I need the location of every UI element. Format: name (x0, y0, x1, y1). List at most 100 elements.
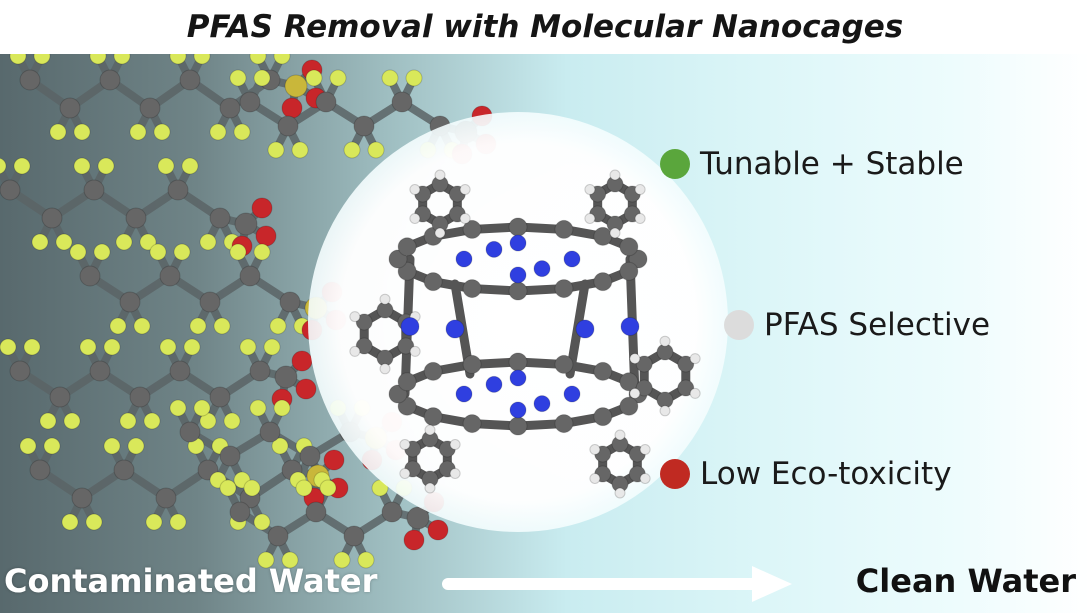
fluorine-atom (223, 412, 241, 430)
carbon-atom (219, 97, 241, 119)
carbon-atom (343, 525, 365, 547)
fluorine-atom (145, 513, 163, 531)
hydrogen-atom (584, 213, 596, 224)
hydrogen-atom (459, 213, 471, 224)
fluorine-atom (295, 479, 313, 497)
page-title: PFAS Removal with Molecular Nanocages (0, 0, 1090, 54)
oxygen-atom (403, 529, 425, 551)
hydrogen-atom (409, 213, 421, 224)
carbon-atom (209, 207, 231, 229)
fluorine-atom (169, 513, 187, 531)
fluorine-atom (119, 412, 137, 430)
hydrogen-atom (399, 468, 411, 479)
fluorine-atom (343, 141, 361, 159)
fluorine-atom (183, 338, 201, 356)
nitrogen-atom (445, 319, 465, 339)
carbon-atom (462, 219, 482, 239)
hydrogen-atom (629, 353, 641, 365)
fluorine-atom (31, 233, 49, 251)
carbon-atom (89, 360, 111, 382)
carbon-atom (462, 279, 482, 299)
carbon-atom (119, 291, 141, 313)
fluorine-atom (229, 243, 247, 261)
fluorine-atom (193, 54, 211, 65)
nitrogen-atom (620, 317, 640, 336)
fluorine-atom (229, 69, 247, 87)
carbon-atom (388, 384, 408, 404)
nitrogen-atom (400, 317, 420, 336)
fluorine-atom (263, 338, 281, 356)
oxygen-atom (323, 449, 345, 471)
fluorine-atom (169, 54, 187, 65)
carbon-atom (277, 115, 299, 137)
carbon-atom (406, 506, 430, 530)
hydrogen-atom (584, 184, 596, 195)
fluorine-atom (43, 437, 61, 455)
fluorine-atom (33, 54, 51, 65)
carbon-atom (619, 261, 639, 281)
carbon-atom (279, 291, 301, 313)
nitrogen-atom (485, 375, 503, 393)
carbon-atom (267, 525, 289, 547)
carbon-atom (155, 487, 177, 509)
carbon-atom (315, 91, 337, 113)
hydrogen-atom (349, 345, 361, 357)
carbon-atom (554, 354, 574, 374)
carbon-atom (83, 179, 105, 201)
carbon-atom (49, 386, 71, 408)
carbon-atom (619, 396, 639, 416)
oxygen-atom (251, 197, 273, 219)
fluorine-atom (19, 437, 37, 455)
fluorine-atom (133, 317, 151, 335)
fluorine-atom (13, 157, 31, 175)
fluorine-atom (243, 479, 261, 497)
hydrogen-atom (659, 335, 671, 347)
hydrogen-atom (639, 473, 651, 484)
green-dot-icon (660, 149, 690, 179)
fluorine-atom (333, 551, 351, 569)
hydrogen-atom (589, 444, 601, 455)
carbon-atom (274, 365, 298, 389)
fluorine-atom (199, 233, 217, 251)
fluorine-atom (127, 437, 145, 455)
carbon-atom (554, 279, 574, 299)
hydrogen-atom (609, 227, 621, 239)
fluorine-atom (93, 243, 111, 261)
fluorine-atom (367, 141, 385, 159)
hydrogen-atom (349, 311, 361, 323)
hydrogen-atom (459, 184, 471, 195)
carbon-atom (635, 355, 653, 373)
carbon-atom (305, 501, 327, 523)
hydrogen-atom (629, 387, 641, 399)
fluorine-atom (281, 551, 299, 569)
feature-pfas-selective: PFAS Selective (724, 307, 990, 343)
fluorine-atom (149, 243, 167, 261)
carbon-atom (219, 445, 241, 467)
fluorine-atom (103, 437, 121, 455)
carbon-atom (71, 487, 93, 509)
carbon-atom (167, 179, 189, 201)
contaminated-water-label: Contaminated Water (4, 562, 378, 600)
fluorine-atom (63, 412, 81, 430)
carbon-atom (41, 207, 63, 229)
carbon-atom (209, 386, 231, 408)
hydrogen-atom (434, 169, 446, 181)
feature-label: Tunable + Stable (700, 146, 964, 182)
carbon-atom (462, 414, 482, 434)
fluorine-atom (0, 338, 17, 356)
fluorine-atom (55, 233, 73, 251)
hydrogen-atom (609, 169, 621, 181)
gray-dot-icon (724, 310, 754, 340)
fluorine-atom (23, 338, 41, 356)
carbon-atom (397, 372, 417, 392)
nitrogen-atom (509, 401, 527, 419)
hydrogen-atom (589, 473, 601, 484)
feature-label: PFAS Selective (764, 307, 991, 343)
nitrogen-atom (575, 319, 595, 339)
nitrogen-atom (485, 240, 503, 258)
carbon-atom (397, 396, 417, 416)
red-dot-icon (660, 459, 690, 489)
oxygen-atom (295, 378, 317, 400)
hydrogen-atom (409, 345, 421, 357)
carbon-atom (554, 219, 574, 239)
